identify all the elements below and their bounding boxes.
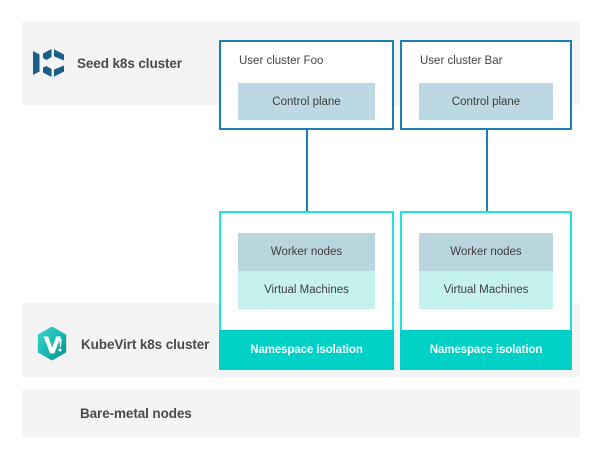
user-cluster-box-foo[interactable]: User cluster Foo Control plane — [219, 40, 394, 130]
virtual-machines-box-foo: Virtual Machines — [238, 271, 375, 309]
namespace-isolation-bar-bar: Namespace isolation — [400, 330, 572, 370]
user-cluster-title-bar: User cluster Bar — [420, 55, 503, 67]
kubevirt-cluster-label: KubeVirt k8s cluster — [81, 336, 210, 352]
bare-metal-label: Bare-metal nodes — [80, 406, 192, 421]
kubevirt-cluster-box-bar[interactable]: Worker nodes Virtual Machines Namespace … — [400, 211, 572, 370]
kubevirt-stack-bar: Worker nodes Virtual Machines — [419, 233, 553, 309]
control-plane-box-foo: Control plane — [238, 83, 375, 120]
kubevirt-cluster-box-foo[interactable]: Worker nodes Virtual Machines Namespace … — [219, 211, 394, 370]
control-plane-box-bar: Control plane — [419, 83, 553, 120]
user-cluster-box-bar[interactable]: User cluster Bar Control plane — [400, 40, 572, 130]
virtual-machines-box-bar: Virtual Machines — [419, 271, 553, 309]
connector-line-bar — [486, 130, 488, 211]
worker-nodes-box-bar: Worker nodes — [419, 233, 553, 271]
namespace-isolation-bar-foo: Namespace isolation — [219, 330, 394, 370]
seed-cluster-label-group: Seed k8s cluster — [32, 48, 182, 78]
kubevirt-stack-foo: Worker nodes Virtual Machines — [238, 233, 375, 309]
kubermatic-logo-icon — [32, 48, 66, 78]
worker-nodes-box-foo: Worker nodes — [238, 233, 375, 271]
bare-metal-label-group: Bare-metal nodes — [80, 406, 192, 421]
connector-line-foo — [306, 130, 308, 211]
seed-cluster-label: Seed k8s cluster — [77, 55, 182, 71]
kubevirt-logo-icon — [34, 325, 70, 363]
kubevirt-cluster-label-group: KubeVirt k8s cluster — [34, 325, 209, 363]
band-bare-metal-nodes — [22, 390, 580, 438]
user-cluster-title-foo: User cluster Foo — [239, 55, 324, 67]
